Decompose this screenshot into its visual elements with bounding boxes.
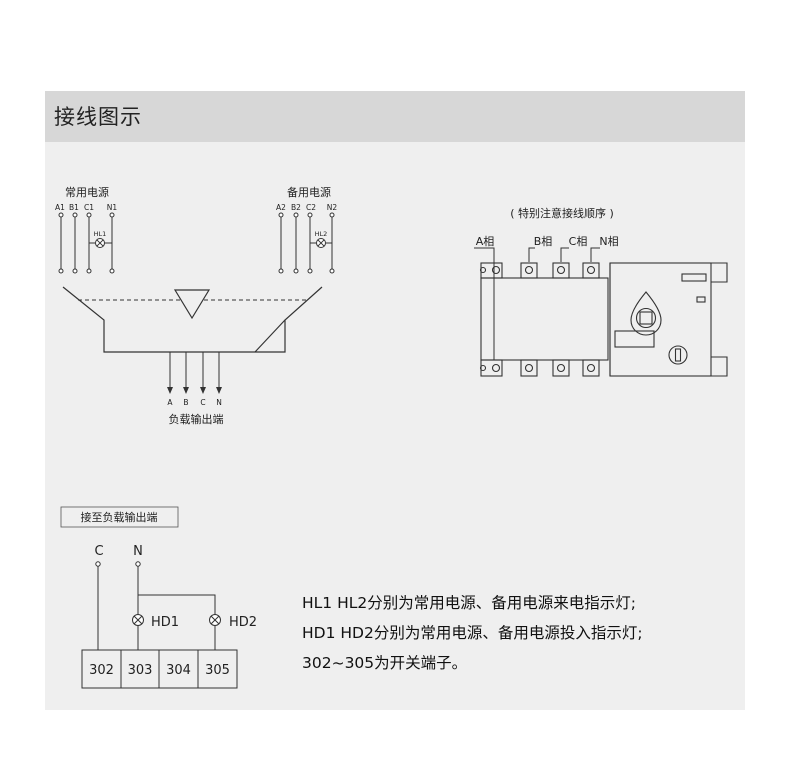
backup-lines bbox=[278, 212, 335, 274]
wiring-order-note: ( 特别注意接线顺序 ) bbox=[510, 206, 614, 220]
phase-label: C相 bbox=[569, 235, 588, 248]
left-diagram: 常用电源 备用电源 A1 B1 C1 N1 A2 B2 C2 N2 HL1 bbox=[55, 185, 337, 426]
phase-leader-lines bbox=[474, 247, 600, 360]
terminal-number: 305 bbox=[205, 663, 230, 678]
backup-terminal-label: A2 bbox=[276, 203, 286, 212]
lamp-hl1-icon bbox=[95, 238, 105, 248]
backup-terminal-label: B2 bbox=[291, 203, 301, 212]
primary-terminal-label: B1 bbox=[69, 203, 79, 212]
section-header: 接线图示 bbox=[45, 91, 745, 142]
legend-notes: HL1 HL2分别为常用电源、备用电源来电指示灯; HD1 HD2分别为常用电源… bbox=[302, 588, 643, 678]
backup-terminal-label: N2 bbox=[327, 203, 338, 212]
lamp-hd2-label: HD2 bbox=[229, 615, 257, 630]
load-output-label: 负载输出端 bbox=[169, 412, 224, 426]
primary-terminal-label: C1 bbox=[84, 203, 94, 212]
lamp-hl2-label: HL2 bbox=[315, 230, 328, 238]
output-arrows bbox=[167, 352, 222, 394]
lamp-hl1-label: HL1 bbox=[94, 230, 107, 238]
output-terminal-label: A bbox=[167, 398, 173, 407]
output-terminal-label: C bbox=[200, 398, 205, 407]
transfer-switch-symbol bbox=[62, 286, 323, 353]
primary-lines bbox=[58, 212, 115, 274]
note-line: HD1 HD2分别为常用电源、备用电源投入指示灯; bbox=[302, 624, 643, 642]
load-connection-label: 接至负载输出端 bbox=[81, 510, 158, 524]
note-line: HL1 HL2分别为常用电源、备用电源来电指示灯; bbox=[302, 594, 636, 612]
backup-terminal-label: C2 bbox=[306, 203, 316, 212]
right-diagram: ( 特别注意接线顺序 ) A相 B相 C相 N相 bbox=[474, 206, 728, 377]
terminal-number: 302 bbox=[89, 663, 114, 678]
n-line-label: N bbox=[133, 544, 143, 559]
backup-power-label: 备用电源 bbox=[287, 185, 331, 199]
indicator-wiring bbox=[95, 561, 216, 650]
terminal-block bbox=[81, 649, 238, 689]
bottom-diagram: 接至负载输出端 C N HD1 HD2 bbox=[60, 506, 257, 689]
note-line: 302~305为开关端子。 bbox=[302, 654, 468, 672]
phase-label: N相 bbox=[599, 235, 618, 248]
phase-label: B相 bbox=[534, 235, 553, 248]
phase-label: A相 bbox=[476, 235, 495, 248]
output-terminal-label: N bbox=[216, 398, 222, 407]
section-title: 接线图示 bbox=[54, 105, 142, 129]
lamp-hd1-icon bbox=[132, 614, 144, 626]
lamp-hd2-icon bbox=[209, 614, 221, 626]
primary-power-label: 常用电源 bbox=[65, 185, 109, 199]
terminal-number: 304 bbox=[166, 663, 191, 678]
primary-terminal-label: N1 bbox=[107, 203, 118, 212]
diagram-panel bbox=[45, 91, 745, 710]
terminal-number: 303 bbox=[128, 663, 153, 678]
lamp-hl2-icon bbox=[316, 238, 326, 248]
switch-device-icon bbox=[479, 262, 728, 377]
output-terminal-label: B bbox=[183, 398, 188, 407]
c-line-label: C bbox=[94, 544, 103, 559]
primary-terminal-label: A1 bbox=[55, 203, 65, 212]
load-connection-box bbox=[60, 506, 179, 528]
lamp-hd1-label: HD1 bbox=[151, 615, 179, 630]
